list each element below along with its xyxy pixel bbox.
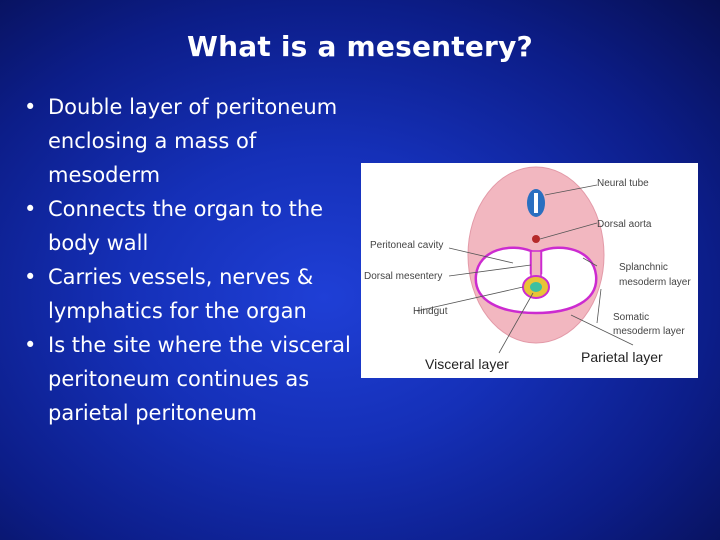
- label-splanchnic: Splanchnic: [619, 262, 668, 273]
- embryo-cross-section: Neural tube Dorsal aorta Peritoneal cavi…: [364, 166, 691, 372]
- label-somatic: Somatic: [613, 312, 649, 323]
- neural-canal: [534, 193, 538, 213]
- label-visceral-layer: Visceral layer: [425, 356, 509, 372]
- label-dorsal-mesentery: Dorsal mesentery: [364, 271, 442, 282]
- bullet-item: • Double layer of peritoneum enclosing a…: [24, 90, 374, 192]
- bullet-text: Carries vessels, nerves & lymphatics for…: [48, 265, 314, 323]
- label-hindgut: Hindgut: [413, 306, 448, 317]
- bullet-item: • Connects the organ to the body wall: [24, 192, 374, 260]
- dorsal-aorta: [532, 235, 540, 243]
- bullet-item: • Is the site where the visceral periton…: [24, 328, 374, 430]
- bullet-marker: •: [24, 265, 37, 289]
- label-splanchnic-layer: mesoderm layer: [619, 277, 691, 288]
- bullet-text: Is the site where the visceral peritoneu…: [48, 333, 351, 425]
- label-parietal-layer: Parietal layer: [581, 349, 663, 365]
- label-somatic-layer: mesoderm layer: [613, 326, 685, 337]
- bullet-text: Connects the organ to the body wall: [48, 197, 324, 255]
- label-dorsal-aorta: Dorsal aorta: [597, 219, 652, 230]
- leader-lines: [416, 184, 634, 354]
- mesentery-diagram: Neural tube Dorsal aorta Peritoneal cavi…: [361, 163, 698, 378]
- bullet-text: Double layer of peritoneum enclosing a m…: [48, 95, 338, 187]
- slide-title: What is a mesentery?: [187, 30, 533, 63]
- dorsal-mesentery: [530, 250, 542, 280]
- bullet-list: • Double layer of peritoneum enclosing a…: [24, 90, 374, 430]
- bullet-marker: •: [24, 95, 37, 119]
- hindgut-lumen: [530, 282, 542, 292]
- bullet-item: • Carries vessels, nerves & lymphatics f…: [24, 260, 374, 328]
- label-peritoneal-cavity: Peritoneal cavity: [370, 240, 443, 251]
- label-neural-tube: Neural tube: [597, 178, 649, 189]
- bullet-marker: •: [24, 197, 37, 221]
- bullet-marker: •: [24, 333, 37, 357]
